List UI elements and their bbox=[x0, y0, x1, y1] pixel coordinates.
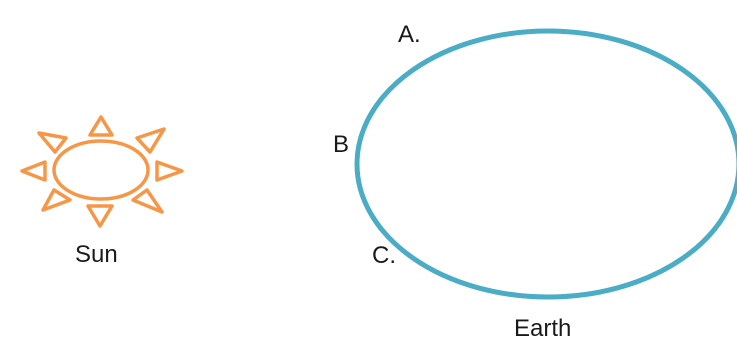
sun-ray-bottom bbox=[86, 204, 114, 228]
earth-orbit bbox=[354, 28, 737, 300]
sun-ray-bottom-right bbox=[131, 188, 164, 214]
sun-body bbox=[52, 139, 150, 201]
sun-label: Sun bbox=[75, 241, 118, 268]
sun-ray-bottom-left bbox=[41, 188, 72, 212]
sun-ray-right bbox=[155, 160, 184, 182]
point-a-label: A. bbox=[398, 21, 421, 48]
point-c-label: C. bbox=[372, 242, 396, 269]
earth-label: Earth bbox=[514, 315, 571, 341]
sun-ray-top-left bbox=[37, 131, 68, 154]
sun-icon bbox=[20, 115, 184, 228]
sun-ray-top bbox=[88, 115, 114, 137]
sun-ray-top-right bbox=[135, 127, 166, 154]
point-b-label: B bbox=[333, 131, 349, 158]
sun-ray-left bbox=[20, 160, 47, 182]
